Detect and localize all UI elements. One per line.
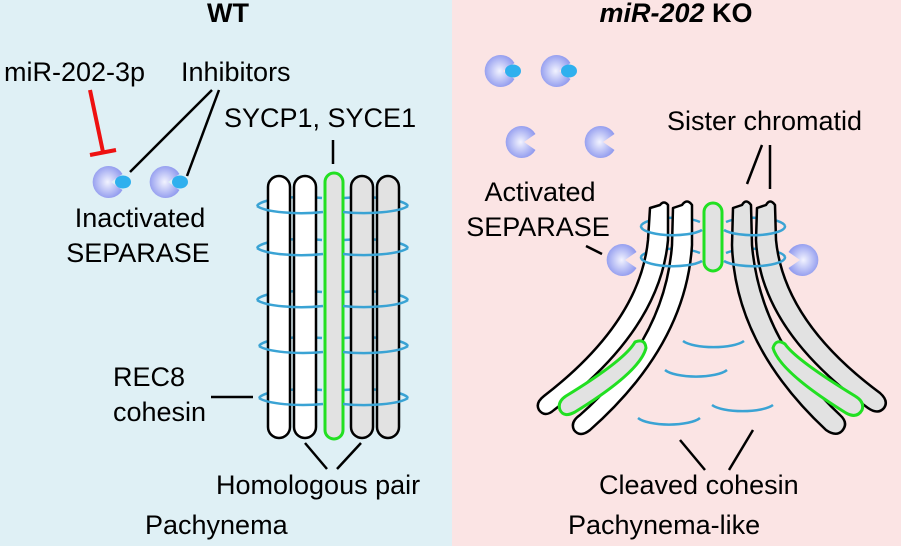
sc-protein-label: SYCP1, SYCE1 — [224, 103, 416, 133]
synaptonemal-complex — [702, 201, 724, 273]
mirna-label: miR-202-3p — [4, 57, 145, 87]
inactivated-separase-label-line2: SEPARASE — [66, 238, 210, 268]
rec8-label-line2: cohesin — [113, 397, 206, 427]
ko-separating-chromosomes — [536, 200, 888, 436]
synaptonemal-complex-fragment — [557, 339, 648, 417]
activated-separase-label-line1: Activated — [484, 177, 595, 207]
inhibitors-label: Inhibitors — [181, 57, 291, 87]
homolog-pointer-lines — [304, 442, 362, 470]
chromatid — [536, 201, 670, 416]
synaptonemal-complex-fragment — [771, 340, 865, 417]
chromatid — [754, 200, 888, 413]
inactivated-separase-label-line1: Inactivated — [75, 203, 206, 233]
cleaved-cohesin-rings — [637, 339, 774, 426]
ko-stage-label: Pachynema-like — [568, 510, 760, 540]
inhibitors-pointer-lines — [129, 89, 221, 177]
inactivated-separase-2 — [149, 166, 188, 198]
chromatid — [730, 200, 847, 435]
synaptonemal-complex — [323, 171, 345, 441]
sister-chromatid-label: Sister chromatid — [667, 106, 862, 136]
cleaved-cohesin-label: Cleaved cohesin — [599, 470, 799, 500]
wt-stage-label: Pachynema — [145, 510, 289, 540]
separase-inhibitor-complex-2 — [540, 55, 577, 87]
inhibition-arrow-icon — [88, 89, 117, 157]
activated-separase-label-line2: SEPARASE — [466, 212, 610, 242]
ko-panel-title: miR-202 KO — [599, 0, 752, 28]
activated-separase-pointer-line — [585, 244, 603, 256]
cleaved-cohesin-pointer-lines — [679, 429, 755, 471]
separase-inhibitor-complex-1 — [484, 55, 521, 87]
sister-chromatid-pointer-lines — [745, 144, 772, 189]
wt-homologous-pair — [255, 171, 410, 441]
ko-title-suffix: KO — [705, 0, 753, 28]
rec8-label-line1: REC8 — [113, 362, 185, 392]
inactivated-separase-1 — [92, 166, 131, 198]
ko-title-gene: miR-202 — [599, 0, 704, 28]
wt-panel-title: WT — [207, 0, 249, 28]
homologous-pair-label: Homologous pair — [216, 470, 420, 500]
